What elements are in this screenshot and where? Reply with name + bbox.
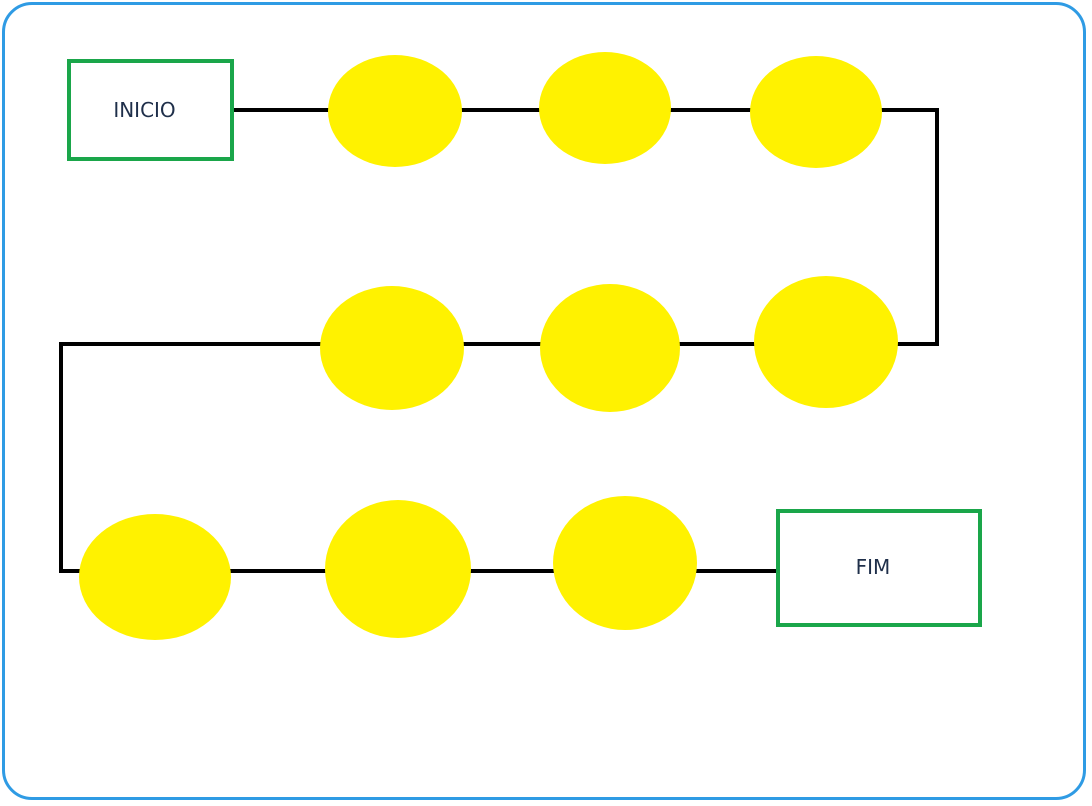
node-3 [750, 56, 882, 168]
node-5 [540, 284, 680, 412]
end-label: FIM [855, 555, 891, 579]
node-7 [79, 514, 231, 640]
end-box: FIM [776, 509, 982, 627]
node-9 [553, 496, 697, 630]
node-4 [754, 276, 898, 408]
start-box: INICIO [67, 59, 234, 161]
start-label: INICIO [113, 98, 176, 122]
node-6 [320, 286, 464, 410]
node-2 [539, 52, 671, 164]
node-8 [325, 500, 471, 638]
node-1 [328, 55, 462, 167]
